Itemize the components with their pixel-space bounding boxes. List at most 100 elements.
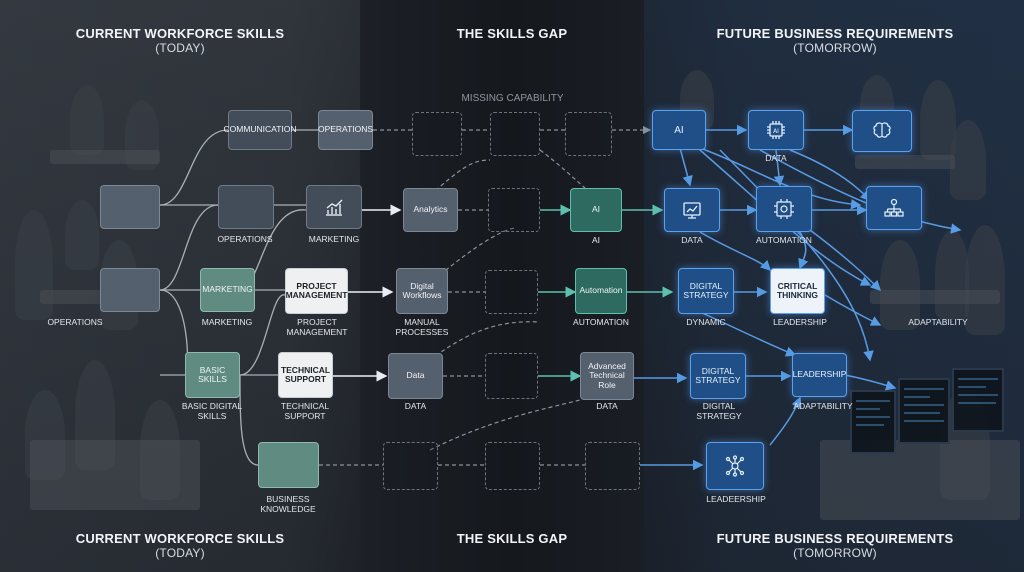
- label-marketing-box: MARKETING: [201, 317, 253, 327]
- header-gap-bottom: THE SKILLS GAP: [432, 531, 592, 546]
- node-data: Data: [388, 353, 443, 399]
- background-desk: [870, 290, 1000, 304]
- label-operations-left: OPERATIONS: [47, 317, 103, 327]
- header-future-top: FUTURE BUSINESS REQUIREMENTS (TOMORROW): [700, 26, 970, 55]
- node-operations-left: [100, 268, 160, 312]
- background-person: [965, 225, 1005, 335]
- node-digital-strategy: DIGITAL STRATEGY: [678, 268, 734, 314]
- label-dynamic: DYNAMIC: [686, 317, 726, 327]
- gap-placeholder: [585, 442, 640, 490]
- node-analytics: Analytics: [403, 188, 458, 232]
- background-person: [125, 100, 159, 170]
- background-desk: [50, 150, 160, 164]
- node-project-management: PROJECT MANAGEMENT: [285, 268, 348, 314]
- analytics-board-icon: [683, 202, 701, 219]
- header-gap-top: THE SKILLS GAP: [432, 26, 592, 41]
- label-leadeership: LEADEERSHIP: [706, 494, 766, 504]
- computer-monitor: [850, 390, 896, 454]
- node-workflow: [866, 186, 922, 230]
- header-subtitle: (TODAY): [155, 41, 205, 55]
- node-data-future: [664, 188, 720, 232]
- gap-placeholder: [485, 442, 540, 490]
- label-marketing: MARKETING: [308, 234, 360, 244]
- node-digital-strategy-2: DIGITAL STRATEGY: [690, 353, 746, 399]
- header-title: THE SKILLS GAP: [456, 531, 568, 546]
- node-marketing-chart: [306, 185, 362, 229]
- label-business-knowledge: BUSINESS KNOWLEDGE: [260, 494, 316, 514]
- label-digital-strategy: DIGITAL STRATEGY: [696, 401, 742, 421]
- label-automation-gap: AUTOMATION: [573, 317, 629, 327]
- label-automation-future: AUTOMATION: [756, 235, 812, 245]
- header-future-bottom: FUTURE BUSINESS REQUIREMENTS (TOMORROW): [700, 531, 970, 560]
- gap-caption: MISSING CAPABILITY: [461, 93, 564, 104]
- background-person: [65, 200, 99, 270]
- node-brain: [852, 110, 912, 152]
- gap-placeholder: [565, 112, 612, 156]
- background-person: [15, 210, 53, 320]
- background-person: [140, 400, 180, 500]
- label-adaptability-2: ADAPTABILITY: [793, 401, 853, 411]
- node-operations-blank: [218, 185, 274, 229]
- bar-chart-icon: [326, 199, 343, 216]
- label-adaptability: ADAPTABILITY: [908, 317, 968, 327]
- computer-monitor: [952, 368, 1004, 432]
- background-person: [935, 230, 969, 320]
- node-marketing: MARKETING: [200, 268, 255, 312]
- label-technical-support: TECHNICAL SUPPORT: [280, 401, 330, 421]
- label-basic-digital-skills: BASIC DIGITAL SKILLS: [181, 401, 243, 421]
- background-person: [75, 360, 115, 470]
- gap-placeholder: [485, 353, 538, 399]
- network-hub-icon: [725, 455, 745, 477]
- ai-chip-icon: AI: [767, 121, 785, 139]
- background-desk: [855, 155, 955, 169]
- header-subtitle: (TODAY): [155, 546, 205, 560]
- node-ai-future: AI: [652, 110, 706, 150]
- node-business-knowledge: [258, 442, 319, 488]
- background-desk: [30, 440, 200, 510]
- node-digital-workflows: Digital Workflows: [396, 268, 448, 314]
- gap-placeholder: [490, 112, 540, 156]
- header-title: CURRENT WORKFORCE SKILLS: [75, 531, 285, 546]
- background-person: [70, 85, 104, 155]
- node-basic-skills: BASIC SKILLS: [185, 352, 240, 398]
- gap-placeholder: [485, 270, 538, 314]
- processor-gear-icon: [774, 199, 794, 219]
- background-person: [25, 390, 65, 480]
- svg-text:AI: AI: [773, 128, 779, 135]
- node-critical-thinking: CRITICAL THINKING: [770, 268, 825, 314]
- label-manual-processes: MANUAL PROCESSES: [395, 317, 449, 337]
- header-current-bottom: CURRENT WORKFORCE SKILLS (TODAY): [60, 531, 300, 560]
- gap-placeholder: [383, 442, 438, 490]
- label-leadership: LEADERSHIP: [773, 317, 827, 327]
- header-subtitle: (TOMORROW): [793, 41, 877, 55]
- computer-monitor: [898, 378, 950, 444]
- header-title: FUTURE BUSINESS REQUIREMENTS: [716, 531, 954, 546]
- background-person: [950, 120, 986, 200]
- header-title: THE SKILLS GAP: [456, 26, 568, 41]
- header-title: CURRENT WORKFORCE SKILLS: [75, 26, 285, 41]
- label-operations: OPERATIONS: [217, 234, 273, 244]
- label-data: DATA: [404, 401, 427, 411]
- node-ai-chip: AI: [748, 110, 804, 150]
- label-data-future: DATA: [681, 235, 703, 245]
- node-automation-gap: Automation: [575, 268, 627, 314]
- node-operations: OPERATIONS: [318, 110, 373, 150]
- label-ai-gap: AI: [591, 235, 601, 245]
- label-data-top: DATA: [765, 153, 787, 163]
- gap-placeholder: [412, 112, 462, 156]
- node-advanced-technical-role: Advanced Technical Role: [580, 352, 634, 400]
- workflow-icon: [884, 198, 904, 217]
- brain-icon: [873, 122, 891, 138]
- label-project-management: PROJECT MANAGEMENT: [286, 317, 348, 337]
- background-person: [880, 240, 920, 330]
- gap-placeholder: [488, 188, 540, 232]
- node-automation-future: [756, 186, 812, 232]
- node-current-blank: [100, 185, 160, 229]
- node-leadership: LEADERSHIP: [792, 353, 847, 397]
- header-title: FUTURE BUSINESS REQUIREMENTS: [716, 26, 954, 41]
- node-technical-support: TECHNICAL SUPPORT: [278, 352, 333, 398]
- label-advanced-data: DATA: [596, 401, 618, 411]
- node-leadeership: [706, 442, 764, 490]
- node-ai-gap: AI: [570, 188, 622, 232]
